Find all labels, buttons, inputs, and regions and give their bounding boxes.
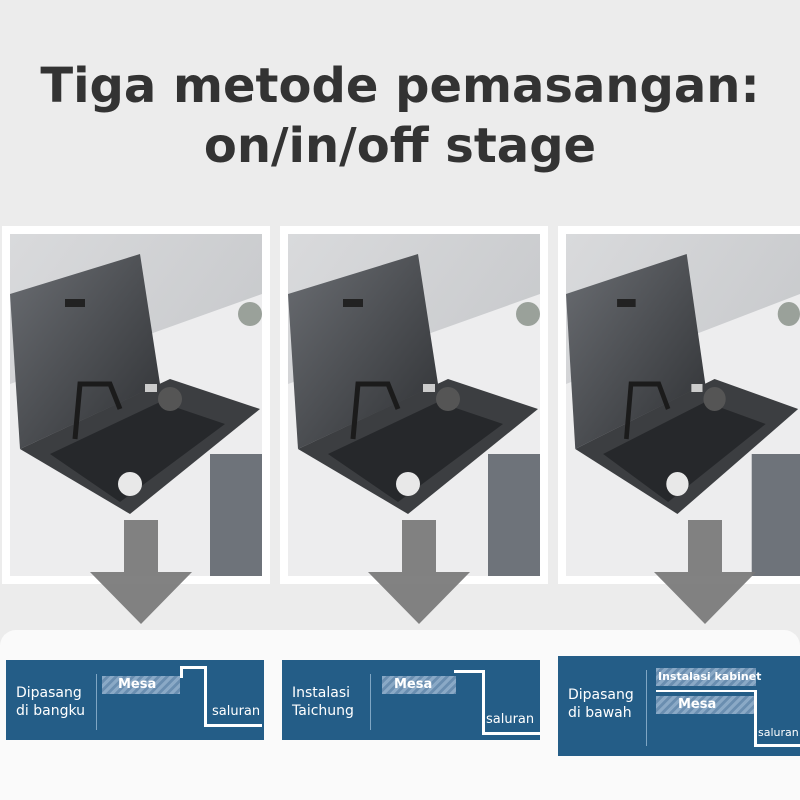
- mesa-hatch: [382, 676, 456, 694]
- mesa-label: Mesa: [394, 677, 433, 692]
- sink-photo-on-stage: [2, 226, 270, 584]
- down-arrow-icon: [90, 520, 192, 624]
- install-card-mid: Instalasi Taichung Mesa saluran: [282, 660, 540, 740]
- mesa-label: Mesa: [118, 677, 157, 692]
- down-arrow-icon: [654, 520, 756, 624]
- sink-outline: [180, 666, 206, 669]
- cabinet-hatch: [656, 668, 756, 686]
- card-label-line1: Dipasang: [568, 687, 634, 703]
- card-label: Instalasi Taichung: [292, 684, 354, 720]
- sink-photo-off-stage: [558, 226, 800, 584]
- sink-outline: [204, 666, 207, 726]
- sink-outline: [754, 690, 757, 746]
- sink-outline: [454, 670, 484, 673]
- card-label-line2: di bawah: [568, 705, 632, 721]
- sink-outline: [204, 724, 262, 727]
- divider: [370, 674, 371, 730]
- sink-illustration: [288, 234, 540, 576]
- install-card-under: Dipasang di bawah Instalasi kabinet Mesa…: [558, 656, 800, 756]
- sink-outline: [180, 666, 183, 678]
- install-card-counter: Dipasang di bangku Mesa saluran: [6, 660, 264, 740]
- sink-illustration: [10, 234, 262, 576]
- saluran-label: saluran: [758, 726, 799, 739]
- sink-photo-in-stage: [280, 226, 548, 584]
- mesa-hatch: [102, 676, 180, 694]
- card-label-line1: Dipasang: [16, 685, 82, 701]
- sink-outline: [482, 670, 485, 734]
- saluran-label: saluran: [486, 712, 535, 727]
- sink-illustration: [566, 234, 800, 576]
- sink-outline: [754, 744, 800, 747]
- divider: [96, 674, 97, 730]
- page-title-line2: on/in/off stage: [203, 118, 597, 174]
- down-arrow-icon: [368, 520, 470, 624]
- card-label: Dipasang di bangku: [16, 684, 85, 720]
- mesa-label: Mesa: [678, 697, 717, 712]
- sink-outline: [482, 732, 540, 735]
- card-label-line1: Instalasi: [292, 685, 351, 701]
- saluran-label: saluran: [212, 704, 261, 719]
- card-label-line2: Taichung: [292, 703, 354, 719]
- page-title-line1: Tiga metode pemasangan:: [40, 58, 760, 114]
- divider: [646, 670, 647, 746]
- card-label-line2: di bangku: [16, 703, 86, 719]
- card-label: Dipasang di bawah: [568, 686, 634, 722]
- mesa-hatch: [656, 696, 756, 714]
- sink-outline: [656, 690, 756, 692]
- cabinet-label: Instalasi kabinet: [658, 670, 762, 683]
